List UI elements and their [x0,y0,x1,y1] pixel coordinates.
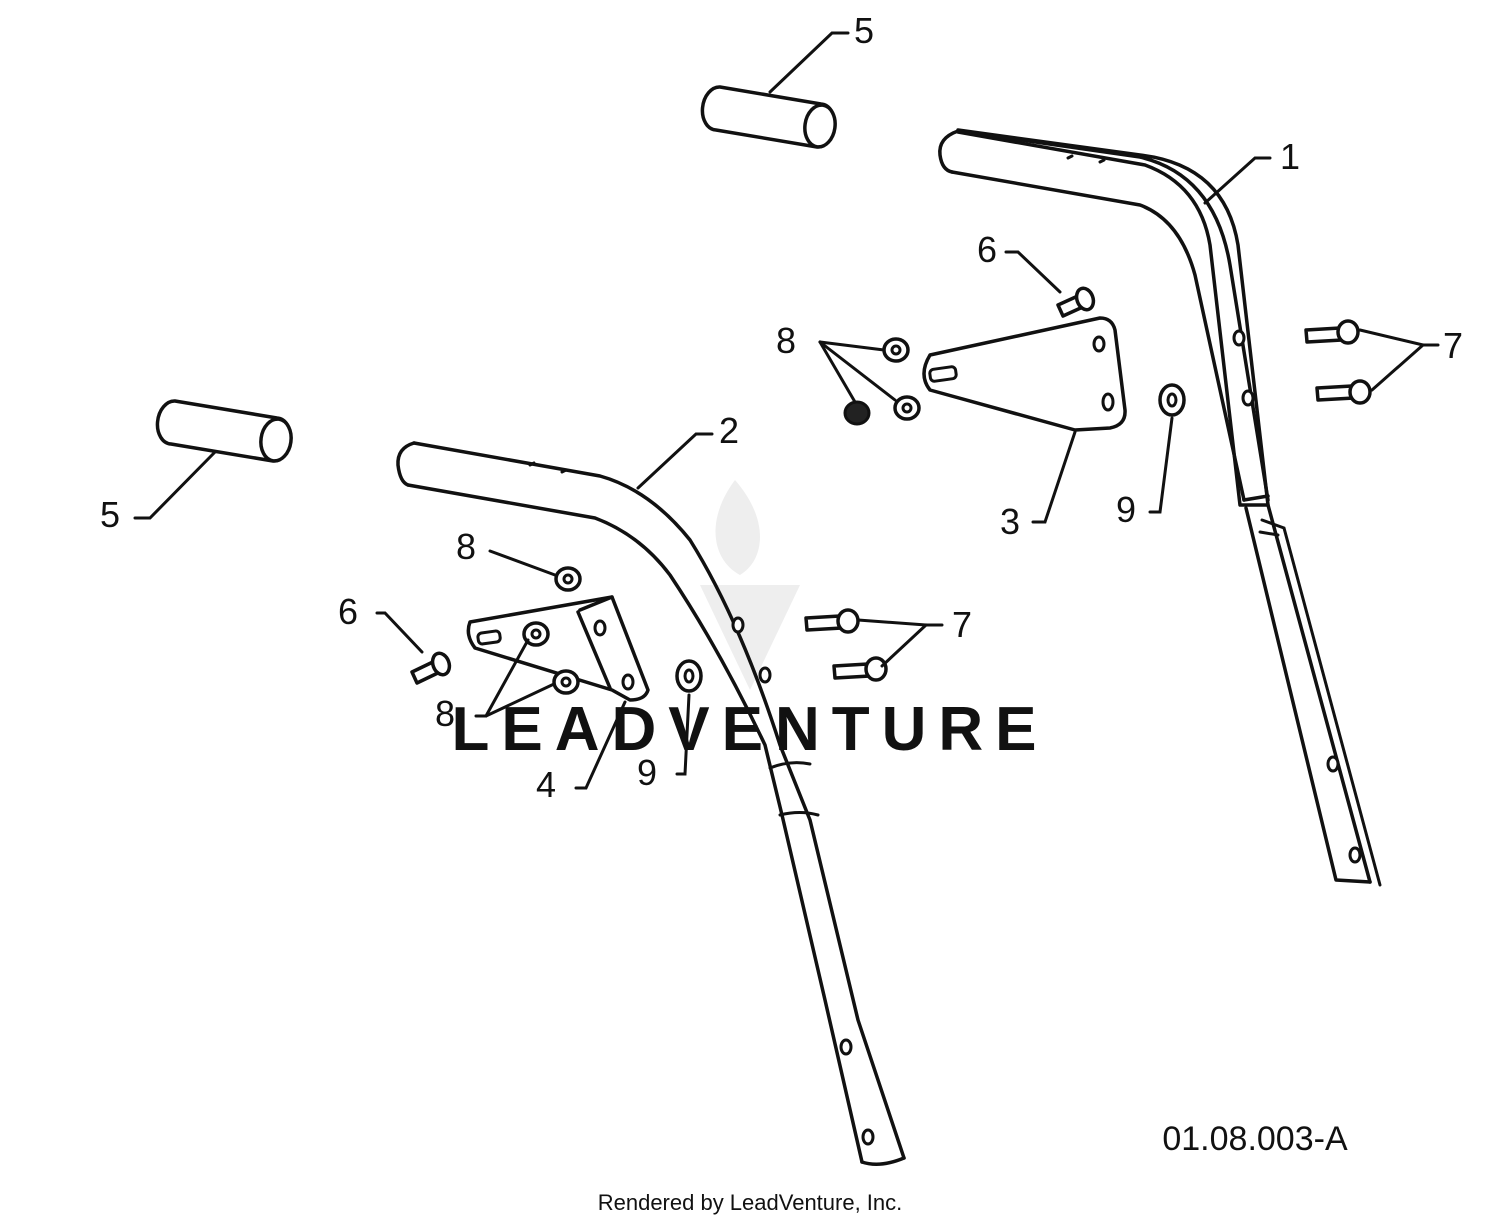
callout-6-right: 6 [977,229,997,270]
leader-lines [133,31,1440,790]
washer-right[interactable] [1158,383,1186,417]
callout-2: 2 [719,410,739,451]
callout-7-left: 7 [952,604,972,645]
watermark-text: LEADVENTURE [451,695,1048,764]
callout-1: 1 [1280,136,1300,177]
lock-nut-left-1[interactable] [554,566,582,592]
grip-left[interactable] [155,399,293,463]
callout-5-left: 5 [100,494,120,535]
callouts: 1 2 3 4 5 5 6 6 7 7 8 8 8 9 9 [100,10,1463,805]
callout-8-right: 8 [776,320,796,361]
hex-bolt-left-lower[interactable] [832,656,888,682]
lock-nut-left-3[interactable] [552,669,580,695]
carriage-bolt-left[interactable] [410,651,452,685]
lock-nut-right-2[interactable] [843,400,871,426]
carriage-bolt-right[interactable] [1056,286,1096,318]
callout-6-left: 6 [338,591,358,632]
hex-bolt-right-lower[interactable] [1315,379,1372,405]
hex-bolt-right-upper[interactable] [1304,319,1360,345]
callout-4: 4 [536,764,556,805]
lock-nut-left-2[interactable] [522,621,550,647]
bracket-right[interactable] [922,316,1127,432]
hex-bolt-left-upper[interactable] [804,608,860,634]
callout-7-right: 7 [1443,325,1463,366]
bracket-left[interactable] [466,595,650,702]
callout-8-lower-left: 8 [435,693,455,734]
grip-top[interactable] [700,85,837,149]
diagram-id: 01.08.003-A [1162,1120,1348,1158]
lock-nut-right-1[interactable] [882,337,910,363]
callout-8-upper-left: 8 [456,526,476,567]
callout-5-top: 5 [854,10,874,51]
upper-handle-left[interactable] [396,441,906,1166]
washer-left[interactable] [675,659,703,693]
render-credit: Rendered by LeadVenture, Inc. [598,1190,903,1215]
upper-handle-right[interactable] [938,128,1382,887]
watermark: LEADVENTURE [451,480,1048,764]
callout-9-left: 9 [637,752,657,793]
callout-3: 3 [1000,501,1020,542]
callout-9-right: 9 [1116,489,1136,530]
lock-nut-right-3[interactable] [893,395,921,421]
watermark-flame-logo [700,480,800,690]
